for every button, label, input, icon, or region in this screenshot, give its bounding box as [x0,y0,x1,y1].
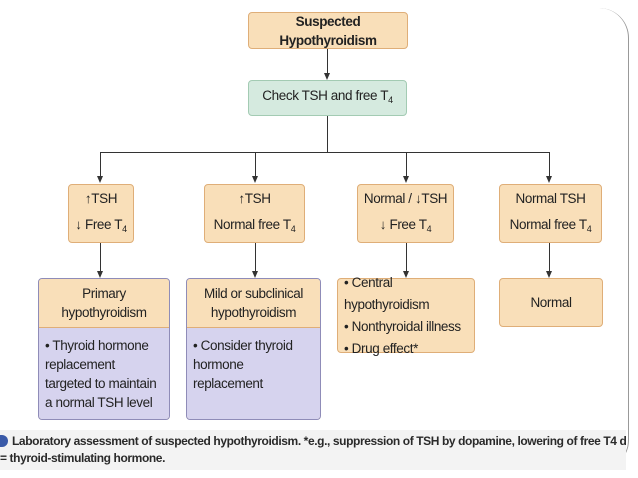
connector [327,49,329,73]
outcome-body: • Consider thyroid hormone replacement [187,328,320,419]
arrow-icon [324,73,330,80]
arrow-icon [252,176,258,183]
connector [100,152,102,176]
figure-caption: Laboratory assessment of suspected hypot… [0,430,626,470]
branch-line2: ↓ Free T [379,216,427,232]
figure-marker-icon [0,435,8,447]
branch-normal: Normal TSH Normal free T4 [499,184,602,243]
branch-low-tsh-low-t4: Normal / ↓TSH ↓ Free T4 [357,184,454,243]
arrow-icon [403,271,409,278]
node-label: Check TSH and free T [262,88,389,103]
outcome-header-text: Primary hypothyroidism [61,286,147,320]
branch-line1: ↑TSH [84,190,118,206]
arrow-icon [546,271,552,278]
connector [100,243,102,271]
slide-frame [560,8,629,470]
connector [549,152,551,176]
branch-line1: Normal / ↓TSH [363,190,448,206]
outcome-normal: Normal [499,278,603,327]
subscript: 4 [122,223,127,234]
arrow-icon [403,176,409,183]
branch-line2: Normal free T [213,216,291,232]
branch-high-tsh-normal-t4: ↑TSH Normal free T4 [204,184,305,243]
caption-line2: = thyroid-stimulating hormone. [0,451,166,465]
outcome-header: Mild or subclinical hypothyroidism [187,279,320,328]
caption-line1: Laboratory assessment of suspected hypot… [12,434,626,448]
branch-high-tsh-low-t4: ↑TSH ↓ Free T4 [68,184,134,243]
outcome-subclinical-hypothyroidism: Mild or subclinical hypothyroidism • Con… [186,278,321,420]
subscript: 4 [290,223,296,234]
outcome-body: • Thyroid hormone replacement targeted t… [39,328,169,419]
outcome-header: Primary hypothyroidism [39,279,169,328]
outcome-central-hypothyroidism: • Central hypothyroidism • Nonthyroidal … [337,275,475,356]
node-label: Suspected Hypothyroidism [279,13,377,48]
connector [255,152,257,176]
outcome-header-text: Mild or subclinical hypothyroidism [204,286,303,320]
connector [406,152,408,176]
arrow-icon [252,271,258,278]
connector [327,116,329,152]
subscript: 4 [586,223,592,234]
connector [255,243,257,271]
branch-line1: Normal TSH [515,190,586,206]
arrow-icon [546,176,552,183]
arrow-icon [97,176,103,183]
outcome-item: • Central hypothyroidism [344,274,430,312]
connector [549,243,551,271]
subscript: 4 [388,95,393,105]
outcome-item: • Drug effect* [344,340,418,356]
connector [406,243,408,271]
branch-line2: ↓ Free T [75,216,123,232]
subscript: 4 [426,223,432,234]
check-tsh-node: Check TSH and free T4 [248,80,407,116]
suspected-hypothyroidism-node: Suspected Hypothyroidism [248,12,408,49]
branch-connector [100,152,550,154]
arrow-icon [97,271,103,278]
outcome-header-text: Normal [530,295,572,310]
branch-line2: Normal free T [509,216,587,232]
outcome-item: • Nonthyroidal illness [344,318,461,334]
outcome-primary-hypothyroidism: Primary hypothyroidism • Thyroid hormone… [38,278,170,420]
branch-line1: ↑TSH [238,190,271,206]
